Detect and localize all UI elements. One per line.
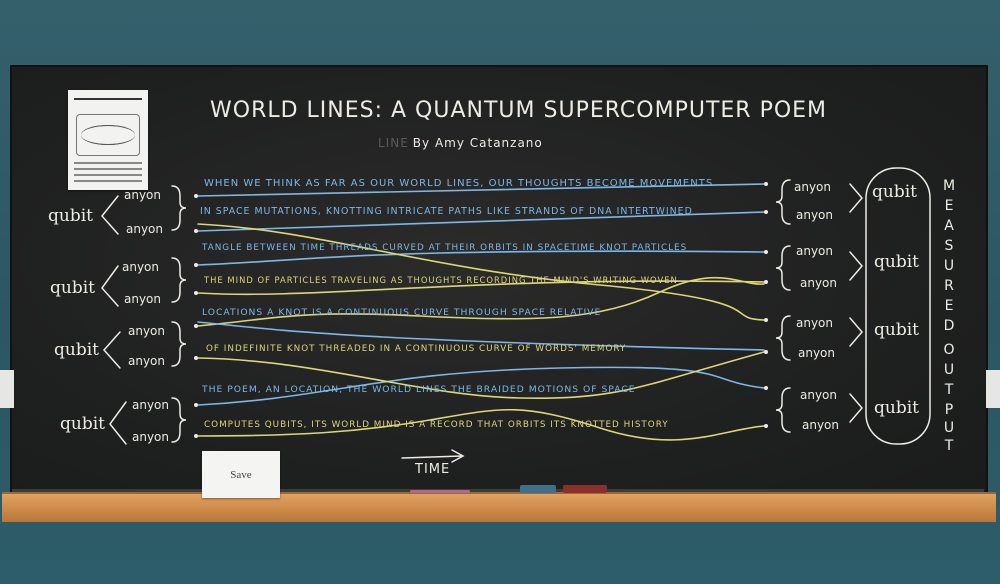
poem-line-3: TANGLE BETWEEN TIME THREADS CURVED AT TH… bbox=[202, 243, 688, 253]
letter: E bbox=[944, 298, 954, 314]
left-qubit-4: qubit bbox=[60, 414, 105, 434]
right-qubit-4: qubit bbox=[874, 398, 919, 418]
poem-title: WORLD LINES: A QUANTUM SUPERCOMPUTER POE… bbox=[210, 98, 828, 123]
letter: T bbox=[944, 382, 954, 398]
letter: S bbox=[944, 238, 954, 254]
right-qubit-2: qubit bbox=[874, 252, 919, 272]
left-qubit-3: qubit bbox=[54, 340, 99, 360]
left-anyon: anyon bbox=[128, 354, 166, 368]
right-anyon: anyon bbox=[796, 244, 834, 258]
left-anyon: anyon bbox=[126, 222, 164, 236]
left-anyon: anyon bbox=[122, 260, 160, 274]
letter: O bbox=[943, 342, 955, 358]
left-anyon: anyon bbox=[132, 398, 170, 412]
letter: T bbox=[944, 438, 954, 454]
wall-outlet-left bbox=[0, 370, 14, 408]
left-anyon: anyon bbox=[128, 324, 166, 338]
letter: A bbox=[944, 218, 954, 234]
byline-text: By Amy Catanzano bbox=[412, 136, 543, 150]
wall-outlet-right bbox=[986, 370, 1000, 408]
time-label: TIME bbox=[415, 462, 451, 477]
right-qubit-3: qubit bbox=[874, 320, 919, 340]
left-qubit-1: qubit bbox=[48, 206, 93, 226]
eraser bbox=[563, 485, 607, 493]
letter: U bbox=[943, 258, 955, 274]
chalk-tray bbox=[2, 492, 996, 522]
poem-line-5: LOCATIONS A KNOT IS A CONTINUOUS CURVE T… bbox=[202, 307, 602, 318]
right-qubit-1: qubit bbox=[872, 182, 917, 202]
letter: D bbox=[943, 318, 955, 334]
poem-line-2: IN SPACE MUTATIONS, KNOTTING INTRICATE P… bbox=[200, 206, 693, 217]
right-anyon: anyon bbox=[800, 276, 838, 290]
letter: M bbox=[942, 178, 956, 194]
right-anyon: anyon bbox=[794, 180, 832, 194]
left-anyon: anyon bbox=[132, 430, 170, 444]
chalk-piece bbox=[410, 490, 470, 493]
poem-line-1: WHEN WE THINK AS FAR AS OUR WORLD LINES,… bbox=[204, 178, 714, 189]
paper-handout bbox=[68, 90, 148, 190]
letter: U bbox=[943, 420, 955, 436]
poem-line-4: THE MIND OF PARTICLES TRAVELING AS THOUG… bbox=[204, 275, 678, 285]
save-card[interactable]: Save bbox=[202, 451, 280, 498]
right-anyon: anyon bbox=[798, 346, 836, 360]
poem-line-8: COMPUTES QUBITS, ITS WORLD MIND IS A REC… bbox=[204, 420, 669, 430]
knot-diagram-icon bbox=[76, 114, 140, 156]
left-anyon: anyon bbox=[124, 292, 162, 306]
letter: E bbox=[944, 198, 954, 214]
letter: U bbox=[943, 362, 955, 378]
right-anyon: anyon bbox=[796, 316, 834, 330]
right-anyon: anyon bbox=[796, 208, 834, 222]
letter: P bbox=[944, 402, 954, 418]
letter: R bbox=[944, 278, 954, 294]
right-anyon: anyon bbox=[802, 418, 840, 432]
chalk-piece bbox=[520, 485, 556, 493]
left-qubit-2: qubit bbox=[50, 278, 95, 298]
poem-line-7: THE POEM, AN LOCATION, THE WORLD LINES T… bbox=[202, 384, 636, 395]
left-anyon: anyon bbox=[124, 188, 162, 202]
poem-line-6: OF INDEFINITE KNOT THREADED IN A CONTINU… bbox=[206, 344, 627, 354]
right-anyon: anyon bbox=[800, 388, 838, 402]
ghost-text: LINE bbox=[378, 136, 409, 150]
